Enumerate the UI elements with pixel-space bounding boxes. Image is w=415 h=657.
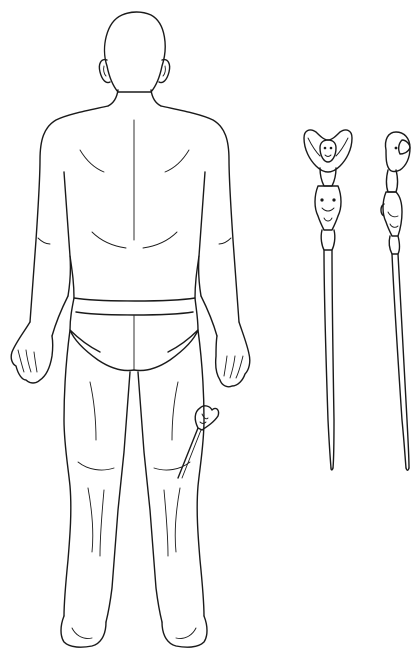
left-ear-inner [104, 66, 106, 76]
lower-back-right [143, 232, 177, 248]
awl-front-body-mark-left [320, 198, 323, 201]
awl-side-beak [399, 140, 410, 154]
left-hand-fingers [18, 350, 37, 372]
right-foot [162, 616, 207, 647]
awl-on-leg-head [195, 406, 218, 430]
lower-back-left [92, 232, 126, 248]
awl-front-body-detail [322, 208, 334, 221]
awl-on-leg-shaft-edge [182, 430, 201, 478]
right-ear-inner [163, 66, 165, 76]
neck-right [151, 90, 161, 106]
right-heel [176, 628, 196, 639]
awl-side-tip [406, 468, 409, 470]
right-leg-inner [138, 372, 162, 622]
left-calf-inner-detail [100, 490, 104, 556]
left-elbow [38, 238, 50, 244]
left-foot [61, 616, 106, 647]
awl-side-body-detail [388, 212, 398, 227]
left-calf-detail [88, 488, 93, 552]
right-forearm-inner [201, 296, 217, 336]
awl-front-face [320, 140, 336, 162]
right-leg-outer [197, 330, 204, 616]
awl-front-tip [331, 468, 333, 470]
awl-front-eye-left [324, 147, 327, 150]
awl-front-view [304, 130, 352, 470]
awl-front-mouth [325, 155, 331, 157]
awl-front-head-wing-line-right [336, 138, 348, 156]
awl-front-collar [321, 230, 335, 250]
awl-side-body [383, 192, 402, 236]
right-calf-inner-detail [164, 490, 168, 556]
human-figure-rear-view [11, 12, 250, 647]
left-knee-back [78, 462, 114, 470]
right-elbow [219, 238, 231, 244]
awl-on-leg [178, 406, 219, 478]
left-forearm-inner [52, 296, 68, 336]
left-hand [11, 322, 53, 383]
awl-front-body [315, 186, 341, 230]
right-hand [216, 322, 250, 387]
right-calf-detail [175, 488, 180, 552]
right-armpit-line [199, 172, 205, 296]
awl-front-body-mark-right [332, 198, 335, 201]
awl-front-shaft-left [324, 250, 331, 468]
left-leg-inner [106, 372, 130, 622]
awl-front-head-wing-line-left [308, 138, 320, 156]
awl-front-head [304, 130, 352, 172]
head [105, 12, 166, 92]
right-hand-fingers [224, 356, 243, 378]
awl-side-view [381, 132, 410, 470]
left-shoulder-blade [80, 150, 104, 172]
right-thigh-detail [172, 382, 178, 440]
briefs-waistband-lower [76, 312, 193, 315]
awl-side-collar [389, 236, 399, 254]
briefs-waistband [74, 298, 195, 301]
awl-front-shaft-right [332, 250, 334, 468]
awl-side-eye [395, 147, 398, 150]
left-leg-outer [64, 330, 71, 616]
right-shoulder-blade [165, 150, 189, 172]
left-heel [72, 628, 92, 639]
neck-left [108, 90, 118, 106]
left-thigh-detail [90, 382, 96, 440]
awl-front-eye-right [330, 147, 333, 150]
awl-on-leg-shaft [178, 428, 198, 478]
awl-side-neck [387, 170, 398, 192]
left-armpit-line [64, 172, 70, 296]
